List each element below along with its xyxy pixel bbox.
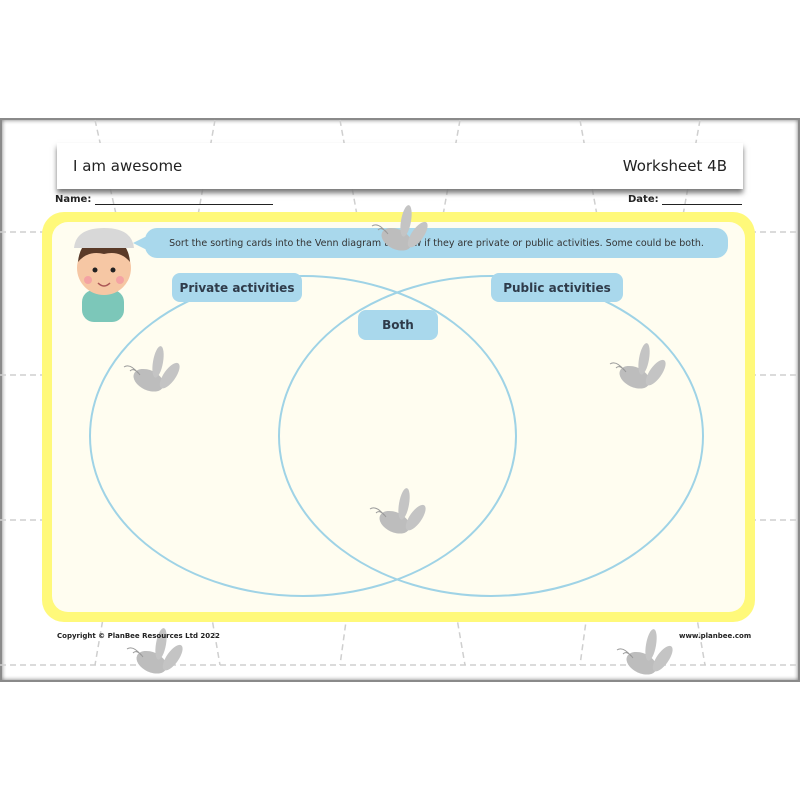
bee-icon <box>369 486 430 539</box>
date-line[interactable] <box>662 194 743 205</box>
private-activities-label: Private activities <box>172 273 302 302</box>
instruction-bubble: Sort the sorting cards into the Venn dia… <box>133 228 728 258</box>
worksheet-number: Worksheet 4B <box>622 157 727 175</box>
both-label: Both <box>358 310 438 340</box>
name-label: Name: <box>55 194 92 205</box>
copyright-text: Copyright © PlanBee Resources Ltd 2022 <box>57 632 220 640</box>
public-activities-label: Public activities <box>491 273 623 302</box>
title-banner: I am awesome Worksheet 4B <box>57 143 743 189</box>
date-label: Date: <box>628 194 659 205</box>
instruction-text: Sort the sorting cards into the Venn dia… <box>169 237 704 249</box>
worksheet-title: I am awesome <box>73 157 183 175</box>
name-field[interactable]: Name: <box>55 194 273 205</box>
bee-icon <box>371 203 432 256</box>
bee-icon <box>123 344 184 397</box>
venn-circle-public[interactable] <box>278 275 704 597</box>
name-line[interactable] <box>94 194 273 205</box>
activity-area <box>52 222 745 612</box>
website-link[interactable]: www.planbee.com <box>679 632 752 640</box>
venn-circle-private[interactable] <box>89 275 517 597</box>
date-field[interactable]: Date: <box>628 194 743 205</box>
bee-icon <box>616 627 677 680</box>
bee-icon <box>609 341 670 394</box>
